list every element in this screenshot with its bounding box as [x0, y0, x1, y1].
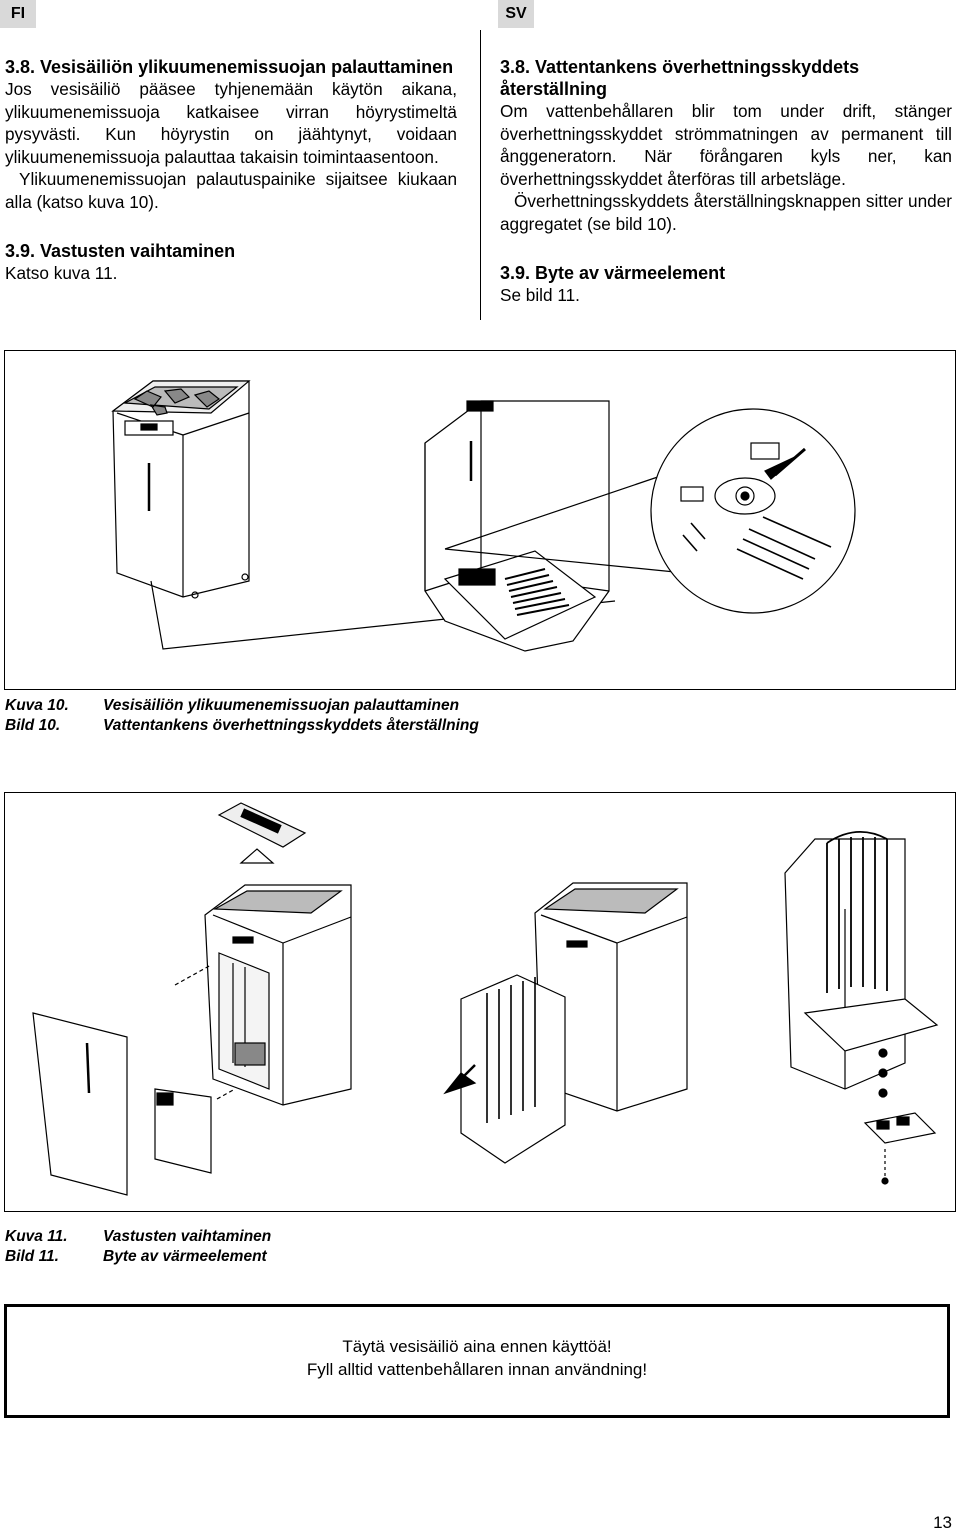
warning-notice-fi: Täytä vesisäiliö aina ennen käyttöä!	[342, 1337, 612, 1356]
figure-11-label-sv: Bild 11.	[5, 1248, 59, 1265]
figure-10-caption-sv: Vattentankens överhettningsskyddets åter…	[103, 717, 479, 734]
figure-10-illustration	[4, 350, 956, 690]
section-3-9-paragraph-fi: Katso kuva 11.	[5, 262, 118, 283]
figure-10-drawing	[111, 380, 856, 652]
warning-notice-sv: Fyll alltid vattenbehållaren innan använ…	[306, 1360, 648, 1379]
figure-10-caption-fi: Vesisäiliön ylikuumenemissuojan palautta…	[103, 697, 460, 714]
section-3-8-paragraph-1-sv: Om vattenbehållaren blir tom under drift…	[500, 101, 952, 189]
language-tag-fi: FI	[0, 0, 36, 28]
figure-11-label-fi: Kuva 11.	[5, 1228, 68, 1245]
section-3-8-paragraph-2-fi: Ylikuumenemissuojan palautuspainike sija…	[5, 169, 457, 212]
swedish-column: 3.8. Vattentankens överhettningsskyddets…	[500, 56, 952, 306]
figure-11-drawing	[32, 802, 939, 1196]
section-3-9-paragraph-sv: Se bild 11.	[500, 284, 580, 305]
figure-11-illustration	[4, 792, 956, 1212]
figure-10-label-fi: Kuva 10.	[5, 697, 69, 714]
language-tag-sv: SV	[498, 0, 534, 28]
figure-10-caption: Kuva 10. Vesisäiliön ylikuumenemissuojan …	[5, 696, 479, 736]
figure-10-label-sv: Bild 10.	[5, 717, 61, 734]
section-3-8-paragraph-2-sv: Överhettningsskyddets återställningsknap…	[500, 191, 952, 234]
page-number: 13	[933, 1513, 952, 1532]
section-3-9-heading-sv: 3.9. Byte av värmeelement	[500, 262, 726, 283]
figure-11-caption-fi: Vastusten vaihtaminen	[103, 1228, 272, 1245]
section-3-8-heading-sv: 3.8. Vattentankens överhettningsskyddets…	[500, 57, 860, 99]
column-divider	[480, 30, 481, 320]
section-3-8-heading-fi: 3.8. Vesisäiliön ylikuumenemissuojan pal…	[5, 57, 454, 77]
finnish-column: 3.8. Vesisäiliön ylikuumenemissuojan pal…	[5, 56, 457, 284]
section-3-8-paragraph-1-fi: Jos vesisäiliö pääsee tyhjenemään käytön…	[5, 79, 457, 167]
warning-notice-box: Täytä vesisäiliö aina ennen käyttöä! Fyl…	[4, 1304, 950, 1418]
figure-11-caption: Kuva 11. Vastusten vaihtaminen Bild 11. By…	[5, 1227, 271, 1267]
section-3-9-heading-fi: 3.9. Vastusten vaihtaminen	[5, 240, 236, 261]
figure-11-caption-sv: Byte av värmeelement	[103, 1248, 267, 1265]
